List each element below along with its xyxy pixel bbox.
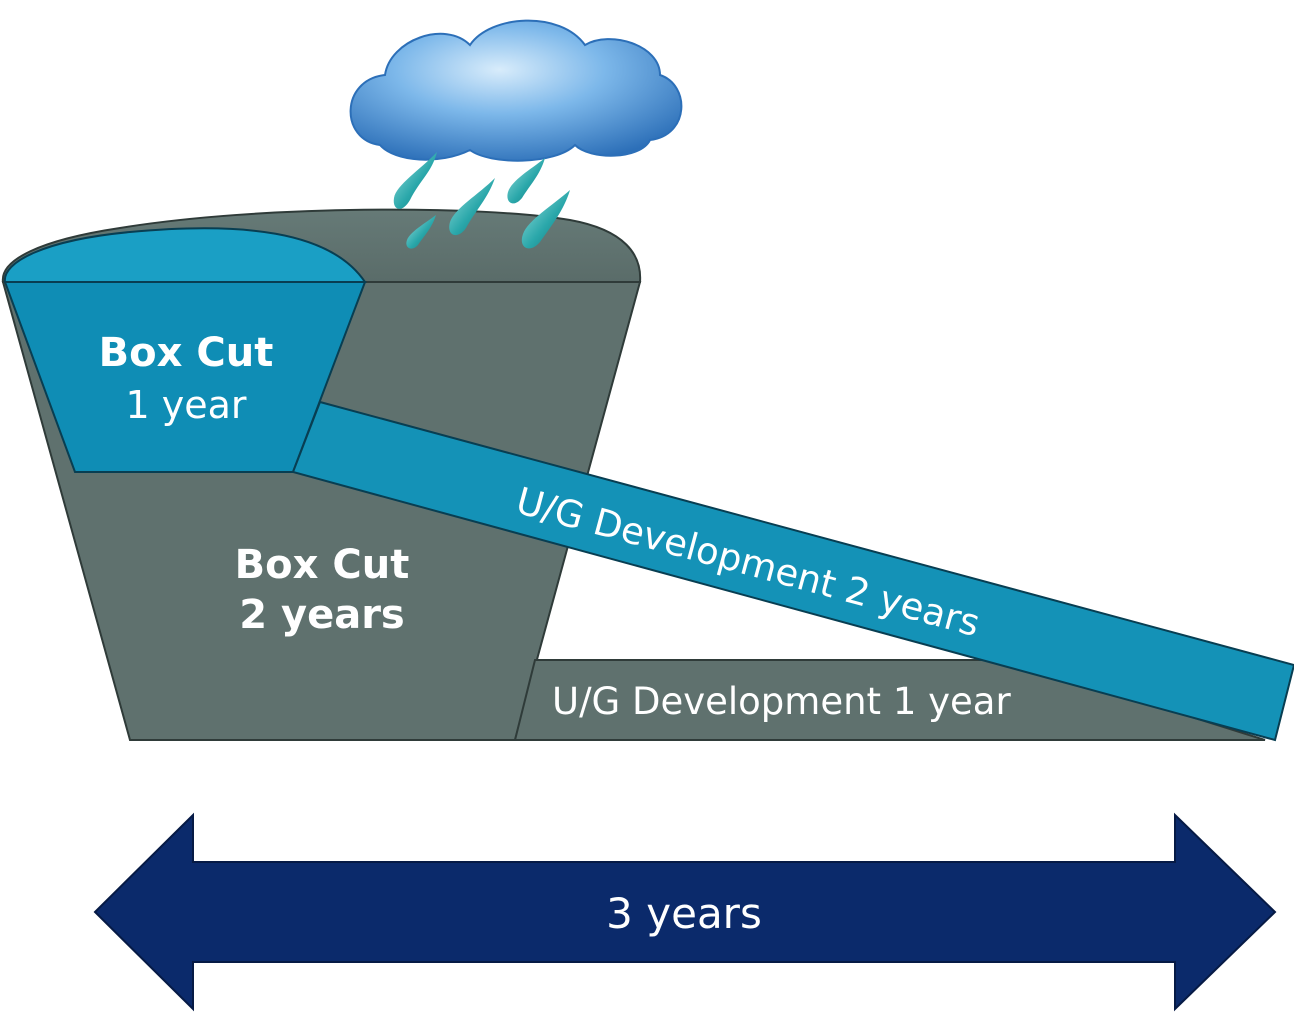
ug-development-2-years-ramp xyxy=(291,400,1294,742)
box-cut-1-duration: 1 year xyxy=(125,383,246,427)
ug-development-1-year-label: U/G Development 1 year xyxy=(552,680,1011,723)
raindrop-icon xyxy=(507,158,545,204)
box-cut-2-title: Box Cut xyxy=(235,542,410,588)
rain-cloud-icon xyxy=(349,19,683,162)
three-years-label: 3 years xyxy=(606,889,762,938)
box-cut-1-year-pit xyxy=(3,227,367,473)
three-years-span-arrow xyxy=(93,812,1277,1012)
raindrop-icon xyxy=(406,215,436,249)
box-cut-1-title: Box Cut xyxy=(99,330,274,376)
raindrops xyxy=(393,152,570,249)
box-cut-2-duration: 2 years xyxy=(239,592,405,638)
raindrop-icon xyxy=(449,178,495,236)
ug-development-1-year-block xyxy=(513,659,1266,741)
raindrop-icon xyxy=(521,190,570,249)
raindrop-icon xyxy=(393,152,437,209)
